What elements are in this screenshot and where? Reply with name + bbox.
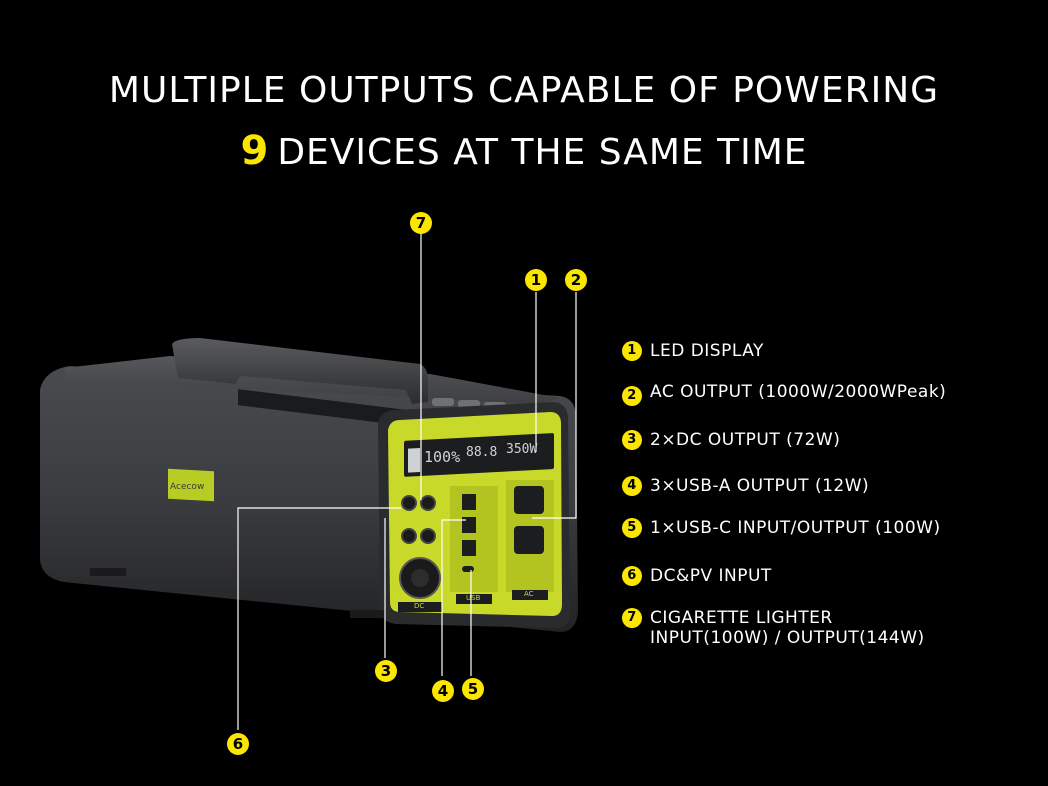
legend-badge-4: 4: [622, 476, 642, 496]
usb-a-port-3: [462, 540, 476, 556]
top-button-1: [432, 398, 454, 406]
callout-1: 1: [525, 269, 547, 291]
dc-port-2: [420, 495, 436, 511]
usb-c-port: [462, 566, 474, 572]
usb-a-port-2: [462, 517, 476, 533]
ac-outlet-1: [514, 486, 544, 514]
callout-7: 7: [410, 212, 432, 234]
ac-label-bar: [512, 590, 548, 600]
lcd-mid: 88.8: [466, 445, 498, 460]
dc-label: DC: [414, 602, 425, 610]
callout-5: 5: [462, 678, 484, 700]
brand-label: Acecow: [170, 482, 205, 492]
legend-text-2: AC OUTPUT (1000W/2000WPeak): [650, 382, 947, 402]
legend-item-3: 3 2×DC OUTPUT (72W): [622, 430, 840, 450]
legend-badge-6: 6: [622, 566, 642, 586]
usb-label-bar: [456, 594, 492, 604]
foot-right: [350, 610, 386, 618]
headline-number: 9: [240, 128, 270, 174]
legend-badge-1: 1: [622, 341, 642, 361]
leader-2: [532, 292, 577, 519]
legend-text-7b: INPUT(100W) / OUTPUT(144W): [650, 628, 925, 648]
legend-item-7: 7 CIGARETTE LIGHTER INPUT(100W) / OUTPUT…: [622, 608, 925, 648]
legend-text-5: 1×USB-C INPUT/OUTPUT (100W): [650, 518, 941, 538]
legend-item-6: 6 DC&PV INPUT: [622, 566, 772, 586]
legend-text-1: LED DISPLAY: [650, 341, 764, 361]
legend-text-6: DC&PV INPUT: [650, 566, 772, 586]
legend-text-4: 3×USB-A OUTPUT (12W): [650, 476, 870, 496]
leader-6: [237, 507, 401, 730]
lcd-display: [404, 433, 554, 477]
usb-label: USB: [466, 594, 481, 602]
ac-label: AC: [524, 590, 534, 598]
brand-sticker: [168, 468, 214, 502]
legend-item-1: 1 LED DISPLAY: [622, 341, 764, 361]
callout-4: 4: [432, 680, 454, 702]
foot-left: [90, 568, 126, 576]
callout-2: 2: [565, 269, 587, 291]
legend-item-4: 4 3×USB-A OUTPUT (12W): [622, 476, 869, 496]
dc-port-1: [401, 495, 417, 511]
legend-item-5: 5 1×USB-C INPUT/OUTPUT (100W): [622, 518, 941, 538]
handle-grip: [238, 389, 410, 427]
dc-label-bar: [398, 602, 442, 612]
cigarette-port-inner: [411, 569, 429, 587]
ac-outlet-2: [514, 526, 544, 554]
lcd-percent: 100%: [424, 448, 461, 466]
legend-text-3: 2×DC OUTPUT (72W): [650, 430, 841, 450]
legend-text-7a: CIGARETTE LIGHTER: [650, 608, 833, 628]
model-label: ET1000: [512, 462, 547, 472]
legend-item-2: 2 AC OUTPUT (1000W/2000WPeak): [622, 382, 946, 406]
battery-icon: [408, 447, 420, 473]
legend-badge-7: 7: [622, 608, 642, 628]
leader-4: [441, 519, 466, 676]
leader-lines: [237, 232, 577, 730]
callout-3: 3: [375, 660, 397, 682]
lcd-watts: 350W: [506, 442, 538, 457]
device-handle: [172, 338, 428, 404]
headline-line-1: MULTIPLE OUTPUTS CAPABLE OF POWERING: [108, 70, 940, 111]
headline-line-2-text: DEVICES AT THE SAME TIME: [277, 132, 808, 173]
legend-badge-3: 3: [622, 430, 642, 450]
dc-port-3: [401, 528, 417, 544]
dc-port-4: [420, 528, 436, 544]
usb-a-port-1: [462, 494, 476, 510]
legend-badge-5: 5: [622, 518, 642, 538]
legend-badge-2: 2: [622, 386, 642, 406]
callout-6: 6: [227, 733, 249, 755]
